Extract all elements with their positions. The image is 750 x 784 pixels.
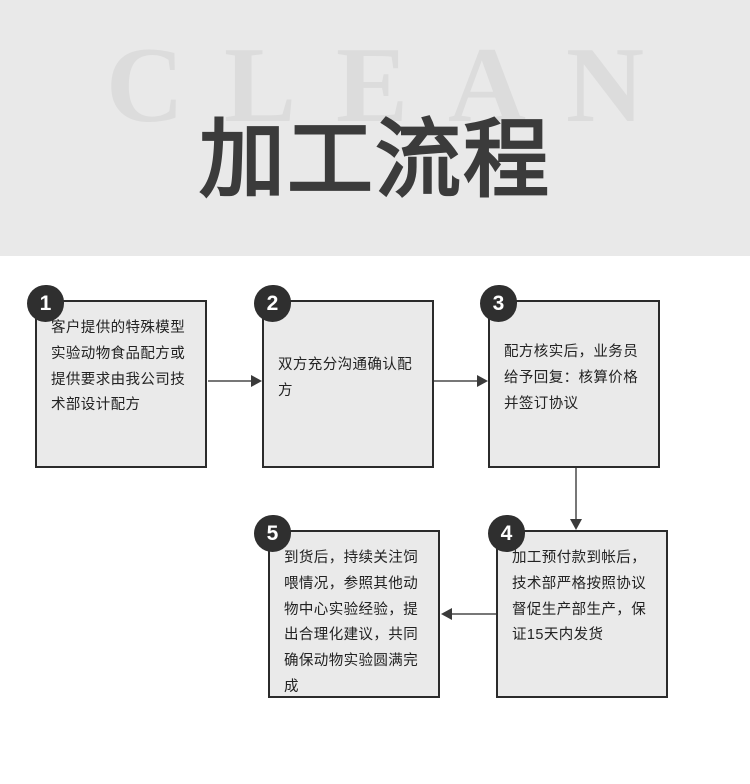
step-badge-2: 2 [254, 285, 291, 322]
flow-step-4-text: 加工预付款到帐后，技术部严格按照协议督促生产部生产，保证15天内发货 [512, 550, 647, 644]
arrow-line [575, 468, 577, 522]
arrow-head-down-icon [570, 519, 582, 530]
flow-step-2: 双方充分沟通确认配方 [262, 300, 434, 468]
flow-step-2-text: 双方充分沟通确认配方 [278, 357, 413, 399]
arrow-step4-to-step5 [441, 607, 496, 621]
page-header: CLEAN 加工流程 [0, 0, 750, 256]
arrow-step3-to-step4 [569, 468, 583, 530]
clean-watermark-text: CLEAN [105, 26, 685, 145]
step-badge-5: 5 [254, 515, 291, 552]
step-badge-1: 1 [27, 285, 64, 322]
flow-step-1-text: 客户提供的特殊模型实验动物食品配方或提供要求由我公司技术部设计配方 [51, 320, 186, 414]
flow-step-5-text: 到货后，持续关注饲喂情况，参照其他动物中心实验经验，提出合理化建议，共同确保动物… [284, 550, 419, 695]
flow-step-1: 客户提供的特殊模型实验动物食品配方或提供要求由我公司技术部设计配方 [35, 300, 207, 468]
flow-step-3-text: 配方核实后，业务员给予回复：核算价格并签订协议 [504, 344, 639, 412]
arrow-head-right-icon [477, 375, 488, 387]
flow-step-5: 到货后，持续关注饲喂情况，参照其他动物中心实验经验，提出合理化建议，共同确保动物… [268, 530, 440, 698]
step-badge-4: 4 [488, 515, 525, 552]
flow-step-3: 配方核实后，业务员给予回复：核算价格并签订协议 [488, 300, 660, 468]
arrow-head-left-icon [441, 608, 452, 620]
flow-step-4: 加工预付款到帐后，技术部严格按照协议督促生产部生产，保证15天内发货 [496, 530, 668, 698]
page-title: 加工流程 [199, 112, 551, 208]
step-badge-3: 3 [480, 285, 517, 322]
process-flow-diagram: 1 客户提供的特殊模型实验动物食品配方或提供要求由我公司技术部设计配方 2 双方… [0, 256, 750, 784]
arrow-step1-to-step2 [208, 374, 262, 388]
arrow-head-right-icon [251, 375, 262, 387]
arrow-line [434, 380, 480, 382]
arrow-step2-to-step3 [434, 374, 488, 388]
arrow-line [208, 380, 254, 382]
arrow-line [450, 613, 496, 615]
